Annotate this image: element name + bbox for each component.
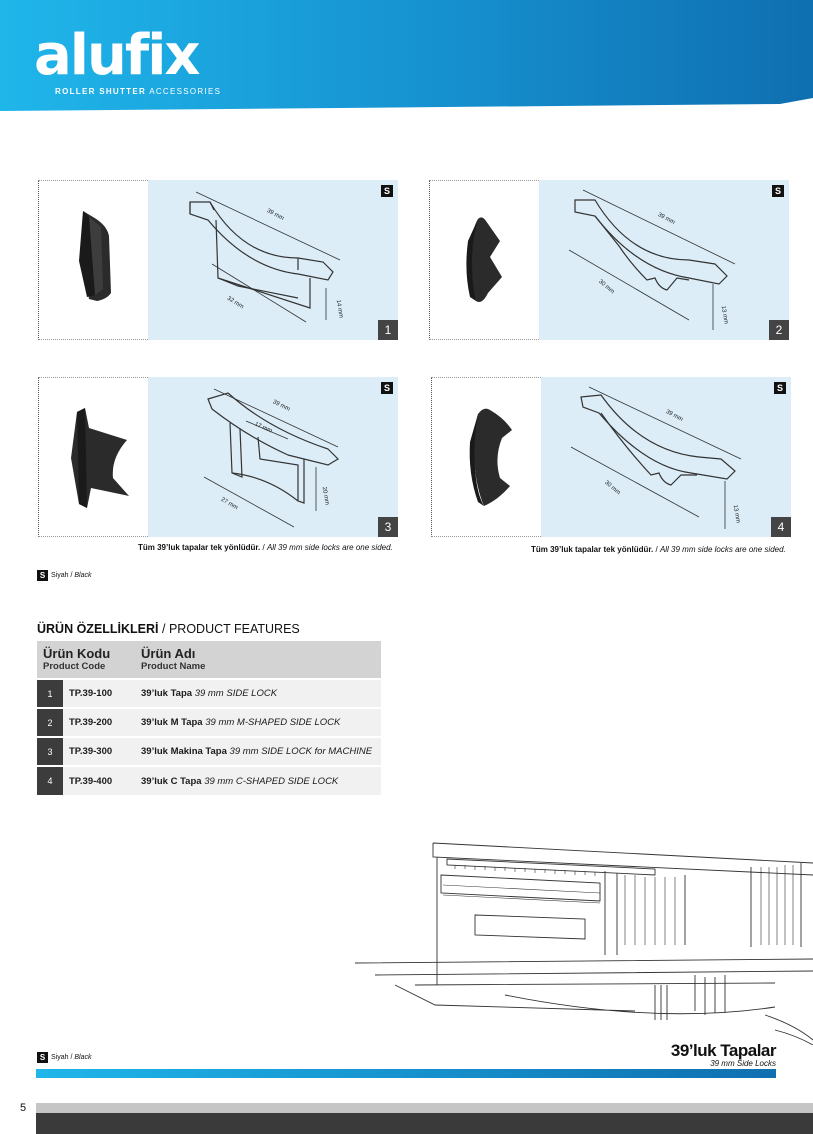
brand-logo: alufix [34, 23, 201, 88]
one-sided-note-left: Tüm 39’luk tapalar tek yönlüdür. / All 3… [138, 543, 393, 552]
color-badge-1: S [381, 185, 393, 197]
table-row: 1 TP.39-100 39’luk Tapa 39 mm SIDE LOCK [37, 678, 381, 708]
color-badge-4: S [774, 382, 786, 394]
black-color-icon: S [37, 570, 48, 581]
product-photo-3 [38, 377, 148, 537]
product-number-4: 4 [771, 517, 791, 537]
product-number-3: 3 [378, 517, 398, 537]
table-header-row: Ürün Kodu Product Code Ürün Adı Product … [37, 641, 381, 679]
technical-drawing-3: 39 mm 17 mm 27 mm 20 mm [148, 377, 398, 537]
color-badge-2: S [772, 185, 784, 197]
color-legend-top: S Siyah / Black [37, 570, 91, 581]
one-sided-note-right: Tüm 39’luk tapalar tek yönlüdür. / All 3… [531, 545, 786, 554]
header-product-code: Ürün Kodu Product Code [37, 641, 135, 679]
product-photo-4 [431, 377, 541, 537]
table-row: 3 TP.39-300 39’luk Makina Tapa 39 mm SID… [37, 736, 381, 766]
product-number-1: 1 [378, 320, 398, 340]
header-banner [0, 0, 813, 111]
technical-drawing-1: 39 mm 32 mm 14 mm [148, 180, 398, 340]
product-photo-1 [38, 180, 148, 340]
building-illustration [355, 842, 813, 1045]
section-title: 39’luk Tapalar 39 mm Side Locks [670, 1041, 777, 1068]
footer-blue-bar [36, 1069, 776, 1078]
header-product-name: Ürün Adı Product Name [135, 641, 381, 679]
features-title: ÜRÜN ÖZELLİKLERİ / PRODUCT FEATURES [37, 622, 300, 636]
side-lock-photo-3 [71, 408, 129, 508]
footer-grey-bar [36, 1103, 813, 1113]
side-lock-photo-2 [466, 217, 502, 302]
page-number: 5 [20, 1102, 27, 1114]
table-row: 2 TP.39-200 39’luk M Tapa 39 mm M-SHAPED… [37, 707, 381, 737]
black-color-icon: S [37, 1052, 48, 1063]
color-badge-3: S [381, 382, 393, 394]
footer-dark-bar [36, 1113, 813, 1134]
technical-drawing-2: 39 mm 30 mm 13 mm [539, 180, 789, 340]
features-table: Ürün Kodu Product Code Ürün Adı Product … [37, 641, 381, 795]
product-card-4: 39 mm 30 mm 13 mm S 4 [431, 377, 791, 537]
technical-drawing-4: 39 mm 30 mm 13 mm [541, 377, 791, 537]
product-photo-2 [429, 180, 539, 340]
table-row: 4 TP.39-400 39’luk C Tapa 39 mm C-SHAPED… [37, 765, 381, 795]
side-lock-photo-1 [79, 211, 111, 301]
product-card-1: 39 mm 32 mm 14 mm S 1 [38, 180, 398, 340]
product-card-3: 39 mm 17 mm 27 mm 20 mm S 3 [38, 377, 398, 537]
color-legend-bottom: S Siyah / Black [37, 1052, 91, 1063]
product-number-2: 2 [769, 320, 789, 340]
brand-tagline: ROLLER SHUTTER ACCESSORIES [55, 87, 222, 96]
product-card-2: 39 mm 30 mm 13 mm S 2 [429, 180, 789, 340]
side-lock-photo-4 [469, 408, 512, 506]
